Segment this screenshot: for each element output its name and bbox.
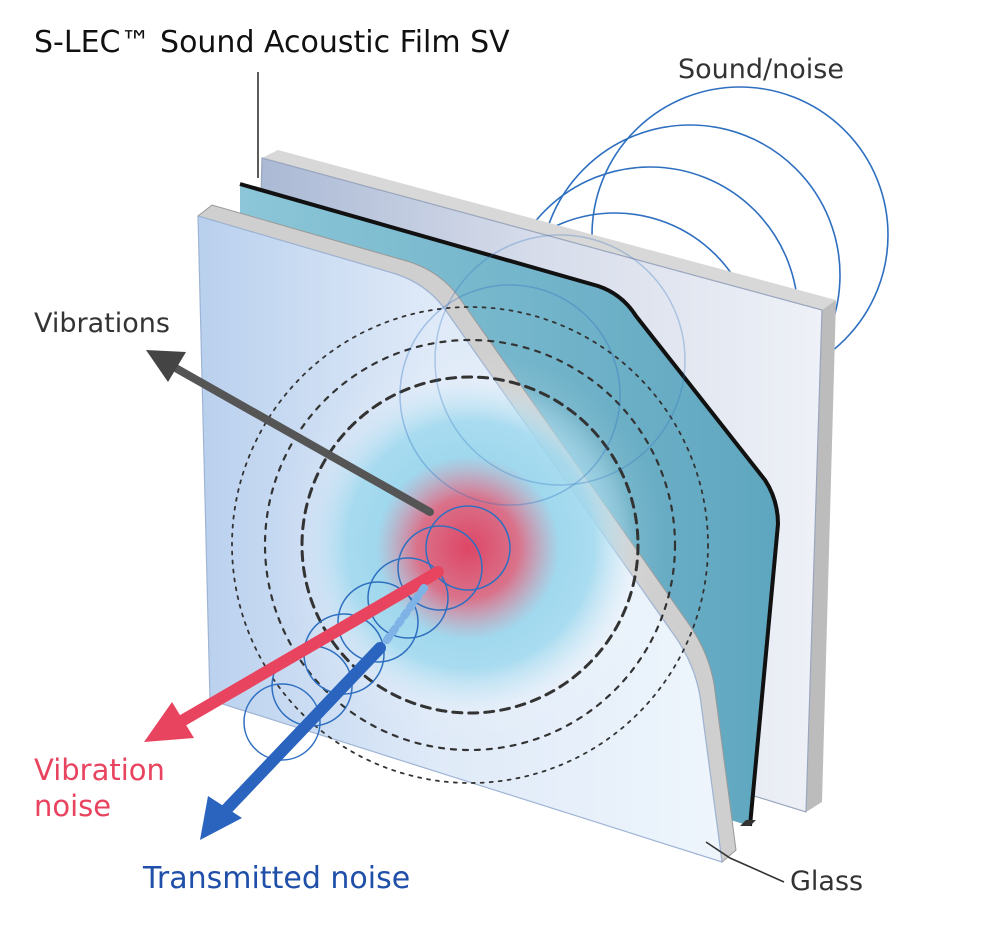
vibrations-arrow [146,350,434,516]
label-vibration-noise-line1: Vibration [34,753,165,787]
label-glass: Glass [790,866,863,897]
vibration-noise-arrow [144,566,444,742]
label-vibration-noise-line2: noise [34,789,111,823]
label-vibrations: Vibrations [34,308,170,339]
vibration-rings [231,306,709,784]
diagram-title: S-LEC™ Sound Acoustic Film SV [34,25,510,60]
leader-lines [257,72,785,883]
transmitted-noise-arrow [200,584,428,840]
vibration-damping-zone [275,350,665,740]
label-sound-noise: Sound/noise [678,54,844,85]
transmitted-sound-waves [243,234,686,761]
label-transmitted-noise: Transmitted noise [142,861,410,896]
